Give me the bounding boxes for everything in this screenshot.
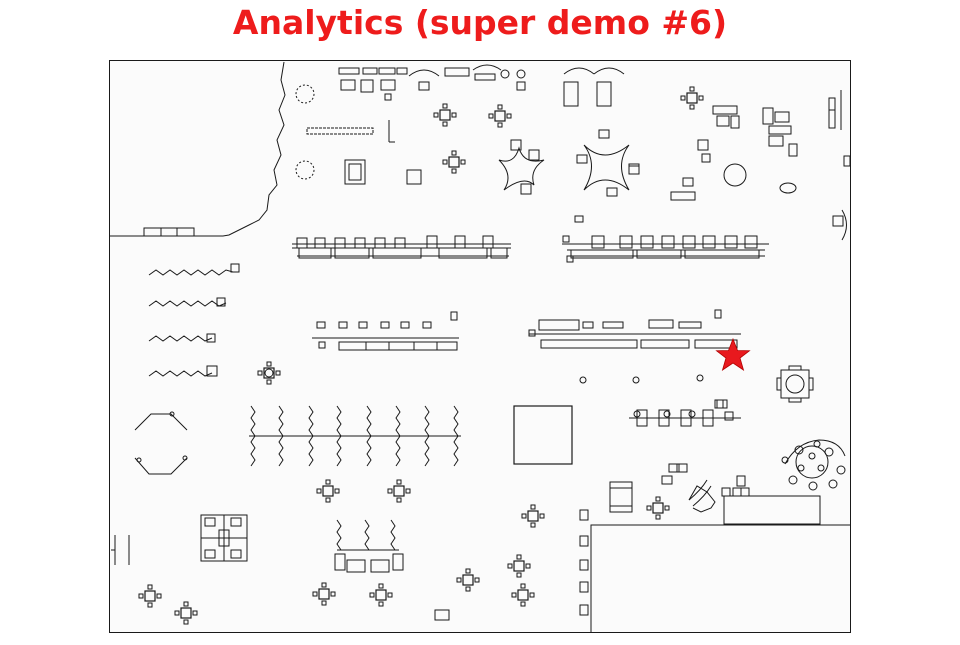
- jagged-wall: [109, 61, 286, 237]
- zigzag-desk-row: [148, 269, 234, 276]
- floor-plan[interactable]: [109, 60, 851, 633]
- meeting-room-block: [513, 405, 573, 465]
- bottom-right-room-wall: [590, 524, 851, 633]
- counter: [143, 227, 195, 237]
- round-seat-cluster: [295, 84, 315, 104]
- star-icon[interactable]: [715, 337, 751, 371]
- plan-border: [109, 60, 851, 633]
- page-title: Analytics (super demo #6): [232, 3, 728, 42]
